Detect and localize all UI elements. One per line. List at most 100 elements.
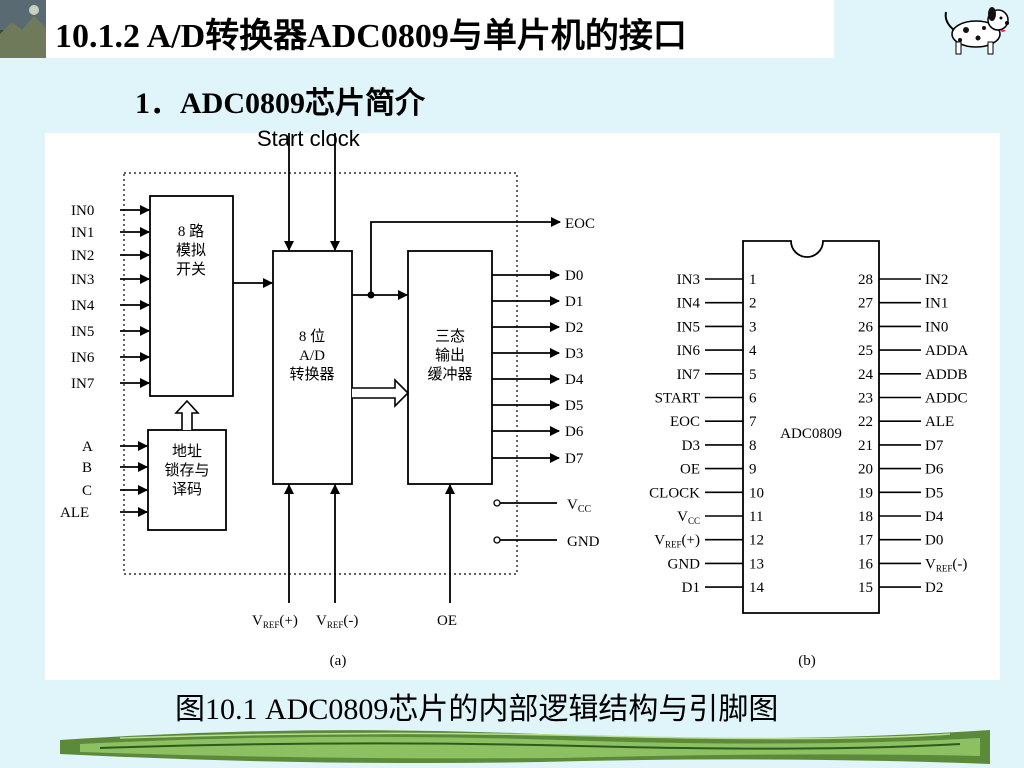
analog-mux-block [149,195,234,397]
pin-number: 6 [749,391,757,407]
oe-label: OE [437,613,457,629]
vcc-label: VCC [567,497,592,515]
pin-name: ADDA [925,343,968,359]
vref-minus-label: VREF(-) [316,613,358,630]
pin-name: OE [680,462,700,478]
pin-number: 7 [749,414,757,430]
diagram-b-label: (b) [798,653,816,669]
output-label-d0: D0 [565,268,583,284]
pin-name: CLOCK [649,485,700,501]
pin-number: 19 [858,485,873,501]
pin-number: 3 [749,319,757,335]
pin-number: 22 [858,414,873,430]
pin-name: D2 [925,580,943,596]
pin-name: D0 [925,533,943,549]
pin-number: 2 [749,296,757,312]
pin-number: 13 [749,556,764,572]
pin-name: ADDB [925,367,968,383]
pin-name: D3 [682,438,700,454]
start-clock-annotation: Start clock [257,126,360,151]
figure-caption: 图10.1 ADC0809芯片的内部逻辑结构与引脚图 [175,693,779,726]
address-label-ale: ALE [60,505,89,521]
output-label-d6: D6 [565,424,584,440]
gnd-label: GND [567,534,600,550]
pin-name: D1 [682,580,700,596]
pin-number: 8 [749,438,757,454]
pin-number: 26 [858,319,874,335]
pin-number: 17 [858,533,874,549]
input-label-in0: IN0 [71,203,94,219]
latch-label-1: 地址 [172,443,202,460]
pin-number: 23 [858,391,873,407]
pin-number: 14 [749,580,765,596]
buffer-label-1: 三态 [435,328,465,345]
eoc-label: EOC [565,216,595,232]
adc-label-2: A/D [299,348,325,364]
pin-name: D7 [925,438,944,454]
pin-number: 16 [858,556,874,572]
pin-number: 21 [858,438,873,454]
pin-number: 9 [749,462,757,478]
input-label-in2: IN2 [71,248,94,264]
section-heading: 1．ADC0809芯片简介 [135,87,425,120]
vcc-terminal [493,499,501,507]
pin-name: IN7 [677,367,701,383]
output-label-d3: D3 [565,346,583,362]
input-label-in6: IN6 [71,350,95,366]
output-label-d7: D7 [565,451,584,467]
pin-number: 20 [858,462,873,478]
pin-number: 11 [749,509,763,525]
pin-name: ADDC [925,391,968,407]
pin-name: IN1 [925,296,948,312]
grass-footer-decoration [60,730,990,764]
mux-label-2: 模拟 [176,242,206,259]
data-bus-arrow [352,378,410,408]
latch-label-3: 译码 [172,481,202,498]
output-label-d5: D5 [565,398,583,414]
pin-name: IN5 [677,319,700,335]
pin-number: 5 [749,367,757,383]
chip-boundary [123,172,518,575]
pin-number: 25 [858,343,873,359]
pin-name: VREF(-) [925,556,967,573]
address-label-c: C [82,483,92,499]
mux-label-3: 开关 [176,261,206,278]
adc-label-3: 转换器 [289,366,334,383]
vref-plus-label: VREF(+) [252,613,298,630]
input-label-in1: IN1 [71,225,94,241]
output-label-d2: D2 [565,320,583,336]
pin-name: EOC [670,414,700,430]
pin-number: 4 [749,343,757,359]
pin-name: IN6 [677,343,701,359]
pin-name: D6 [925,462,944,478]
slide-logo-image [0,0,46,58]
pin-number: 18 [858,509,873,525]
pin-number: 27 [858,296,874,312]
pin-name: D4 [925,509,944,525]
pin-name: IN2 [925,272,948,288]
input-label-in4: IN4 [71,298,95,314]
pin-name: START [655,391,700,407]
pin-name: IN4 [677,296,701,312]
block-diagram-a [120,133,561,603]
adc0809-diagram: IN0IN1IN2IN3IN4IN5IN6IN7ABCALED0D1D2D3D4… [60,133,968,669]
pin-name: IN0 [925,319,948,335]
address-label-a: A [82,439,93,455]
output-label-d4: D4 [565,372,584,388]
pin-name: VCC [677,509,700,526]
pin-number: 12 [749,533,764,549]
latch-to-mux-arrow [174,399,200,430]
input-label-in7: IN7 [71,376,95,392]
pin-number: 24 [858,367,874,383]
adc-label-1: 8 位 [299,328,325,345]
buffer-label-3: 缓冲器 [427,366,472,383]
mux-label-1: 8 路 [178,223,204,240]
pin-number: 1 [749,272,757,288]
pin-name: D5 [925,485,943,501]
latch-label-2: 锁存与 [164,462,209,479]
buffer-label-2: 输出 [435,347,465,364]
pin-number: 15 [858,580,873,596]
dog-clipart-image [944,7,1009,55]
